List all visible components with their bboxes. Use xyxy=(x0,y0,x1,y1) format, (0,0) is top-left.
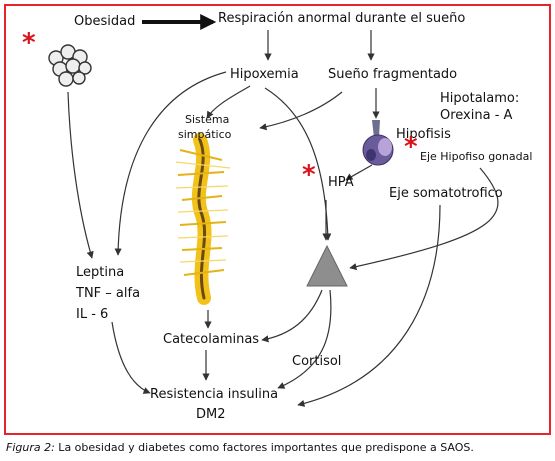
figure-caption-text: La obesidad y diabetes como factores imp… xyxy=(54,441,474,454)
star-hipofisis-icon: * xyxy=(404,132,418,162)
node-il6: IL - 6 xyxy=(76,307,109,322)
node-dm2: DM2 xyxy=(196,407,226,422)
node-sueno: Sueño fragmentado xyxy=(328,67,458,82)
node-simpatico: simpático xyxy=(178,128,232,141)
star-obesidad-icon: * xyxy=(22,28,36,58)
diagram-frame xyxy=(4,4,551,435)
figure-label: Figura 2: xyxy=(6,441,55,454)
arrow-hipofisis-hpa xyxy=(345,164,373,181)
arrow-hipoxemia-leptina xyxy=(114,71,227,256)
arrow-hipoxemia-simpatico xyxy=(206,85,251,119)
arrow-somato-resistencia xyxy=(297,204,441,407)
node-eje-gonadal: Eje Hipofiso gonadal xyxy=(420,150,533,163)
arrow-hipoxemia-hpa xyxy=(264,87,332,241)
node-resistencia: Resistencia insulina xyxy=(150,387,279,402)
node-orexina: Orexina - A xyxy=(440,108,513,123)
arrow-sueno-simpatico xyxy=(259,91,343,131)
arrow-triangle-catecolaminas xyxy=(261,289,323,343)
hpa-triangle-icon xyxy=(306,244,348,287)
node-sistema: Sistema xyxy=(185,113,230,126)
fat-cells-icon xyxy=(48,44,92,87)
hypophysis-icon xyxy=(362,120,394,166)
arrow-gonadal-triangle xyxy=(349,167,499,271)
node-eje-somatotrofico: Eje somatotrofico xyxy=(389,186,503,201)
node-leptina: Leptina xyxy=(76,265,125,280)
node-catecolaminas: Catecolaminas xyxy=(163,332,260,347)
spine-icon xyxy=(175,133,231,305)
node-hpa: HPA xyxy=(328,175,354,190)
node-cortisol: Cortisol xyxy=(292,354,342,369)
node-obesidad: Obesidad xyxy=(74,14,136,29)
arrow-leptina-resistencia xyxy=(111,321,151,394)
node-hipotalamo: Hipotalamo: xyxy=(440,91,520,106)
node-respiracion: Respiración anormal durante el sueño xyxy=(218,11,466,26)
node-hipofisis: Hipofisis xyxy=(396,127,451,142)
node-hipoxemia: Hipoxemia xyxy=(230,67,299,82)
arrow-triangle-resistencia xyxy=(277,289,332,389)
figure-caption: Figura 2: La obesidad y diabetes como fa… xyxy=(6,441,474,454)
node-tnf: TNF – alfa xyxy=(76,286,141,301)
arrow-fat-leptina xyxy=(67,91,94,259)
star-hpa-icon: * xyxy=(302,160,316,190)
